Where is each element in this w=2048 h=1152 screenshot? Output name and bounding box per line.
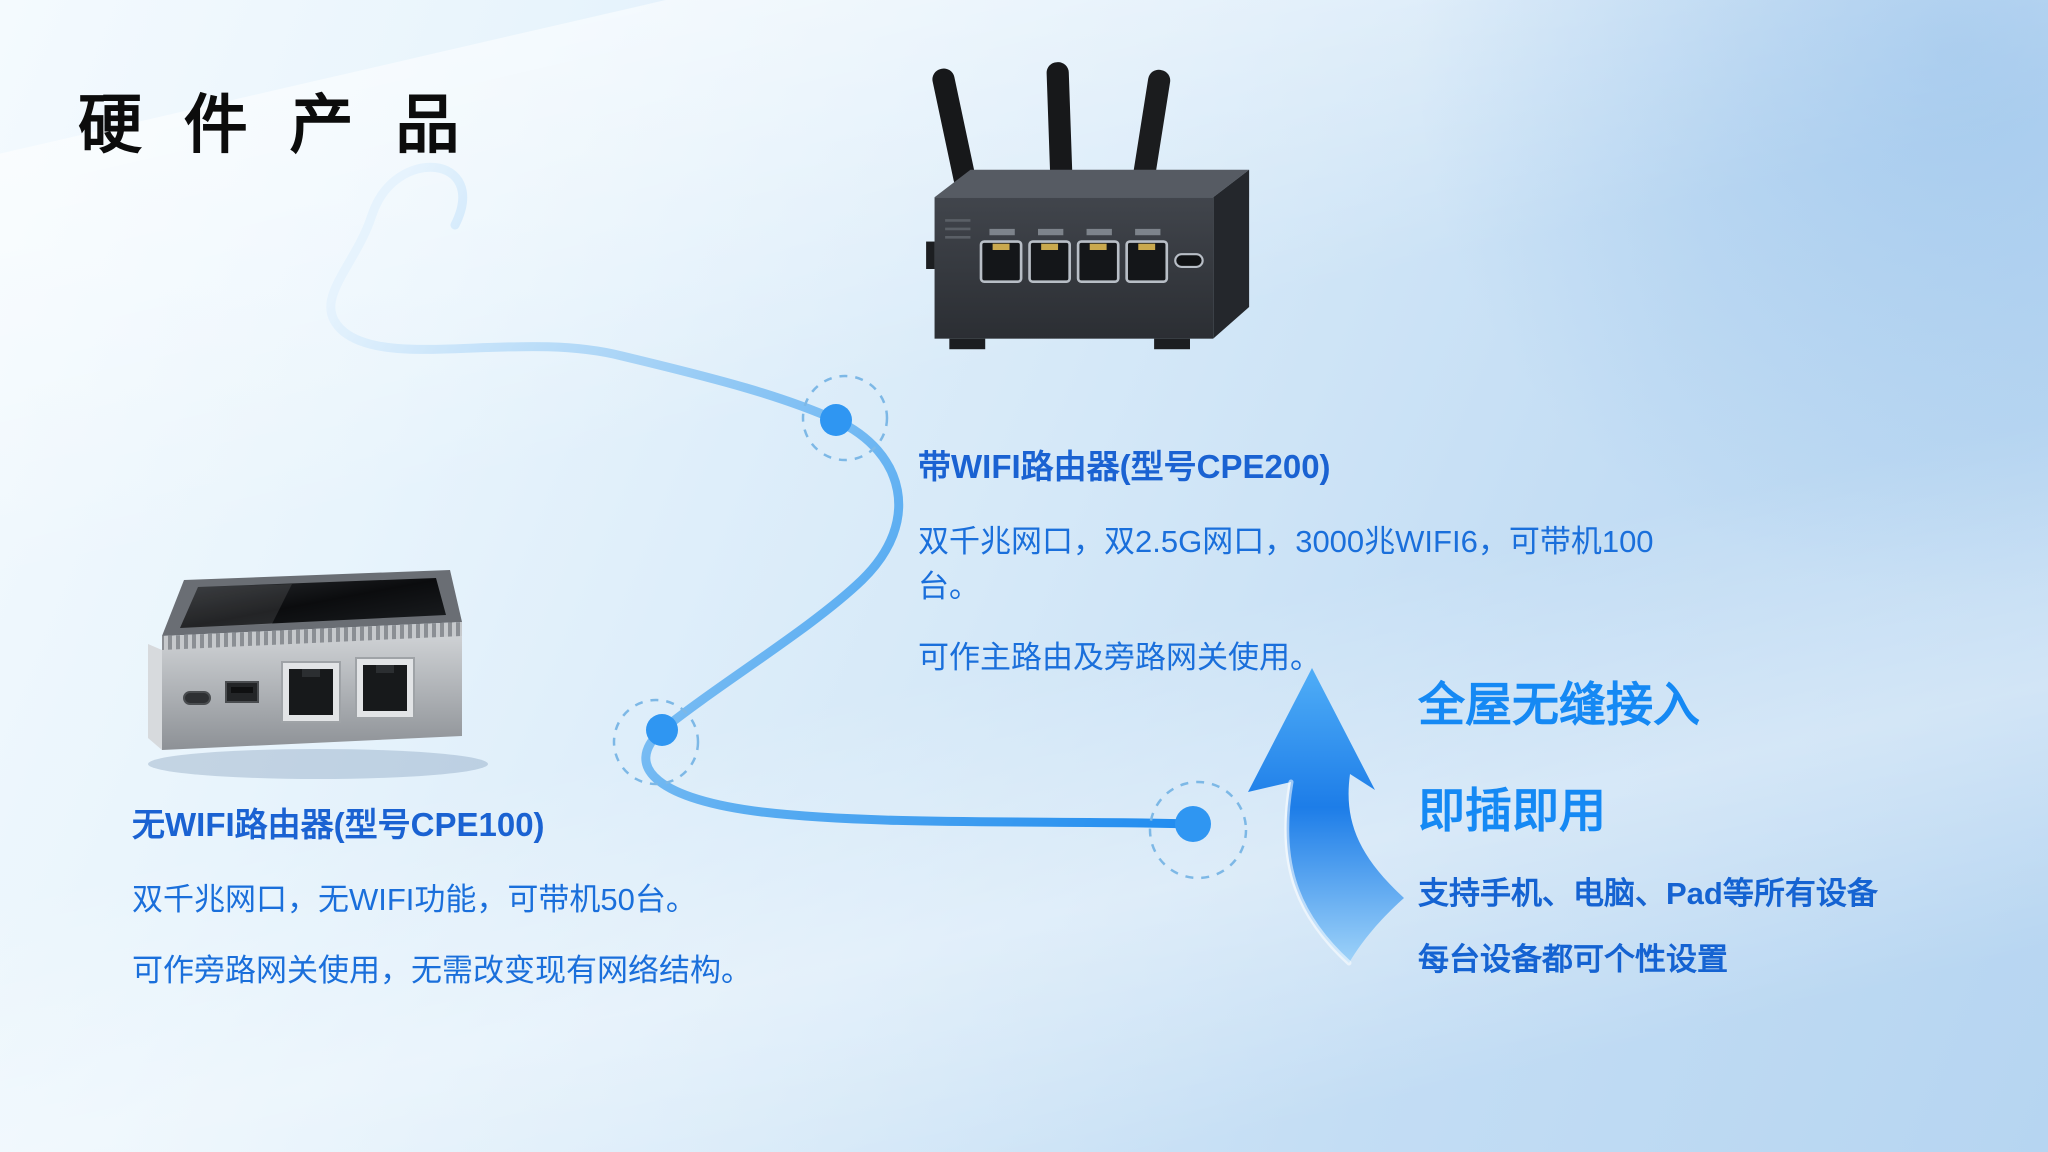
- cpe100-product-image: [148, 570, 488, 779]
- cpe100-spec-line: 双千兆网口，无WIFI功能，可带机50台。: [132, 882, 697, 917]
- cpe200-caption: 带WIFI路由器(型号CPE200) 双千兆网口，双2.5G网口，3000兆WI…: [918, 440, 1678, 703]
- dashed-circle: [612, 698, 700, 786]
- dashed-circle: [1148, 780, 1248, 880]
- connection-dot: [1175, 806, 1211, 842]
- benefit-headline: 即插即用: [1418, 784, 1606, 837]
- dashed-circle: [801, 374, 889, 462]
- benefit-subline: 支持手机、电脑、Pad等所有设备: [1418, 876, 1878, 911]
- router-body: [148, 570, 462, 750]
- cpe100-spec-line: 可作旁路网关使用，无需改变现有网络结构。: [132, 953, 752, 988]
- cpe200-spec-line: 双千兆网口，双2.5G网口，3000兆WIFI6，可带机100台。: [918, 524, 1654, 604]
- ethernet-port-icon: [979, 240, 1169, 283]
- page-title: 硬 件 产 品: [78, 89, 472, 161]
- cpe200-name: 带WIFI路由器(型号CPE200): [918, 448, 1331, 485]
- connection-dot: [820, 404, 852, 436]
- up-arrow-highlight: [1284, 779, 1352, 966]
- connection-dot: [646, 714, 678, 746]
- antenna-icon: [932, 62, 1171, 190]
- benefit-subline: 每台设备都可个性设置: [1418, 942, 1728, 977]
- cpe200-product-image: [926, 62, 1250, 350]
- background-corner-glow: [1308, 0, 2048, 640]
- cpe100-caption: 无WIFI路由器(型号CPE100) 双千兆网口，无WIFI功能，可带机50台。…: [132, 798, 832, 1016]
- benefit-headline: 全屋无缝接入: [1418, 678, 1700, 731]
- usb-c-port-icon: [1174, 253, 1204, 268]
- usb-a-port-icon: [225, 681, 259, 703]
- cpe100-name: 无WIFI路由器(型号CPE100): [132, 806, 545, 843]
- router-body: [926, 169, 1250, 350]
- up-arrow-icon: [1248, 668, 1404, 963]
- cpe200-spec-line: 可作主路由及旁路网关使用。: [918, 640, 1321, 675]
- ethernet-port-icon: [281, 657, 415, 723]
- usb-c-port-icon: [183, 691, 211, 705]
- device-shadow: [148, 749, 488, 779]
- screen: [180, 578, 446, 628]
